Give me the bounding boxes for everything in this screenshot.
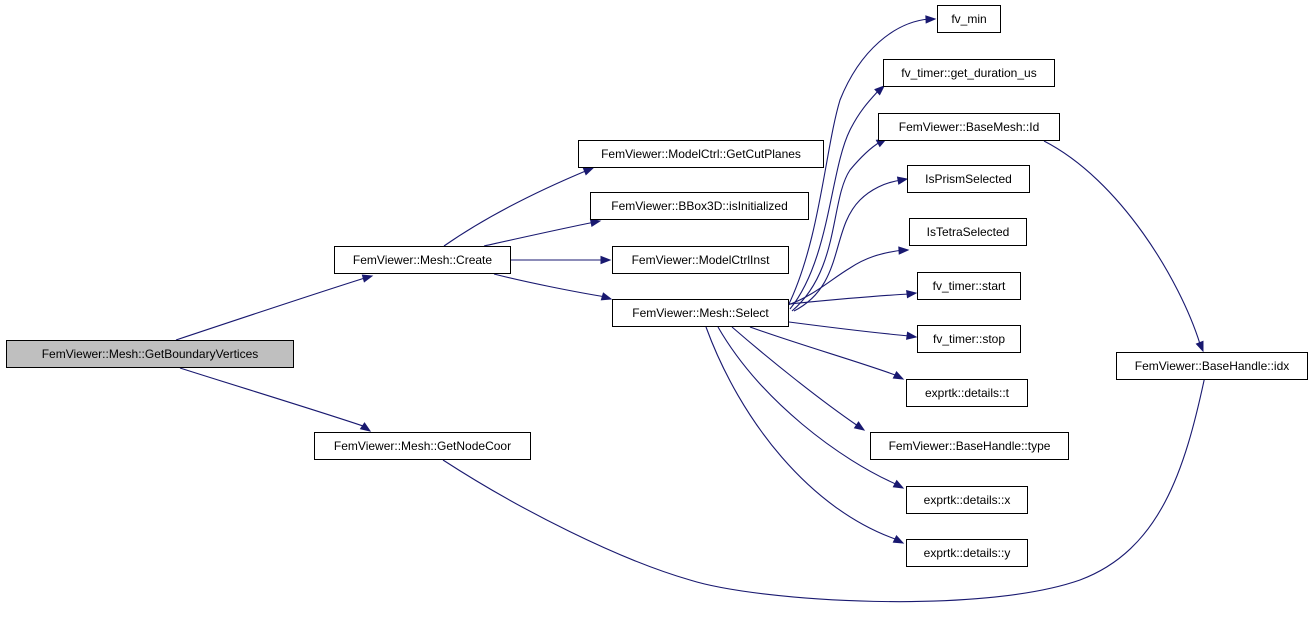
edge-create-isinitialized bbox=[483, 221, 596, 247]
node-mesh-create[interactable]: FemViewer::Mesh::Create bbox=[334, 246, 511, 274]
edge-select-fvmin bbox=[787, 18, 930, 307]
edge-select-istetra bbox=[787, 249, 904, 306]
node-modelctrl-inst[interactable]: FemViewer::ModelCtrlInst bbox=[612, 246, 789, 274]
node-details-x[interactable]: exprtk::details::x bbox=[906, 486, 1028, 514]
node-is-prism-selected[interactable]: IsPrismSelected bbox=[907, 165, 1030, 193]
node-basemesh-id[interactable]: FemViewer::BaseMesh::Id bbox=[878, 113, 1060, 141]
edge-root-getnodecoor-arrowhead bbox=[359, 422, 372, 432]
edge-select-detailsx-arrowhead bbox=[892, 479, 905, 489]
edge-select-detailsx bbox=[717, 326, 899, 486]
edge-select-getduration bbox=[789, 89, 880, 310]
edge-select-timerstart-arrowhead bbox=[906, 289, 918, 299]
node-mesh-get-node-coor[interactable]: FemViewer::Mesh::GetNodeCoor bbox=[314, 432, 531, 460]
edge-create-getcutplanes-arrowhead bbox=[582, 167, 595, 176]
edge-root-create bbox=[175, 276, 369, 341]
edge-select-isprism-arrowhead bbox=[896, 176, 909, 185]
edge-select-detailsy bbox=[705, 326, 899, 541]
edge-select-getduration-arrowhead bbox=[874, 85, 886, 96]
node-timer-stop[interactable]: fv_timer::stop bbox=[917, 325, 1021, 353]
edge-select-basehandletype bbox=[731, 326, 859, 427]
edge-basemeshid-idx-arrowhead bbox=[1195, 340, 1204, 353]
node-modelctrl-get-cut-planes[interactable]: FemViewer::ModelCtrl::GetCutPlanes bbox=[578, 140, 824, 168]
node-timer-get-duration-us[interactable]: fv_timer::get_duration_us bbox=[883, 59, 1055, 87]
edge-root-create-arrowhead bbox=[361, 274, 374, 283]
edge-select-detailst-arrowhead bbox=[892, 370, 905, 380]
edge-select-istetra-arrowhead bbox=[898, 246, 910, 255]
node-fv-min[interactable]: fv_min bbox=[937, 5, 1001, 33]
node-mesh-select[interactable]: FemViewer::Mesh::Select bbox=[612, 299, 789, 327]
edge-select-detailsy-arrowhead bbox=[892, 535, 905, 544]
edge-create-getcutplanes bbox=[443, 169, 589, 247]
edge-create-modelctrlinst-arrowhead bbox=[600, 255, 612, 265]
edge-select-timerstop bbox=[788, 321, 911, 337]
node-basehandle-type[interactable]: FemViewer::BaseHandle::type bbox=[870, 432, 1069, 460]
edge-select-basemeshid bbox=[791, 141, 881, 312]
node-is-tetra-selected[interactable]: IsTetraSelected bbox=[909, 218, 1027, 246]
edge-create-select-arrowhead bbox=[600, 292, 613, 301]
edge-root-getnodecoor bbox=[179, 367, 367, 428]
edge-create-isinitialized-arrowhead bbox=[589, 218, 602, 228]
node-get-boundary-vertices: FemViewer::Mesh::GetBoundaryVertices bbox=[6, 340, 294, 368]
node-bbox3d-is-initialized[interactable]: FemViewer::BBox3D::isInitialized bbox=[590, 192, 809, 220]
edge-select-timerstop-arrowhead bbox=[906, 331, 918, 340]
edge-select-timerstart bbox=[788, 293, 911, 305]
edge-basemeshid-idx bbox=[1043, 140, 1201, 345]
edge-create-select bbox=[493, 273, 607, 298]
edge-select-detailst bbox=[749, 326, 899, 377]
node-timer-start[interactable]: fv_timer::start bbox=[917, 272, 1021, 300]
edge-getnodecoor-idx bbox=[442, 375, 1206, 603]
edge-select-basehandletype-arrowhead bbox=[853, 421, 866, 431]
edge-select-fvmin-arrowhead bbox=[925, 15, 937, 24]
node-details-t[interactable]: exprtk::details::t bbox=[906, 379, 1028, 407]
node-basehandle-idx[interactable]: FemViewer::BaseHandle::idx bbox=[1116, 352, 1308, 380]
node-details-y[interactable]: exprtk::details::y bbox=[906, 539, 1028, 567]
